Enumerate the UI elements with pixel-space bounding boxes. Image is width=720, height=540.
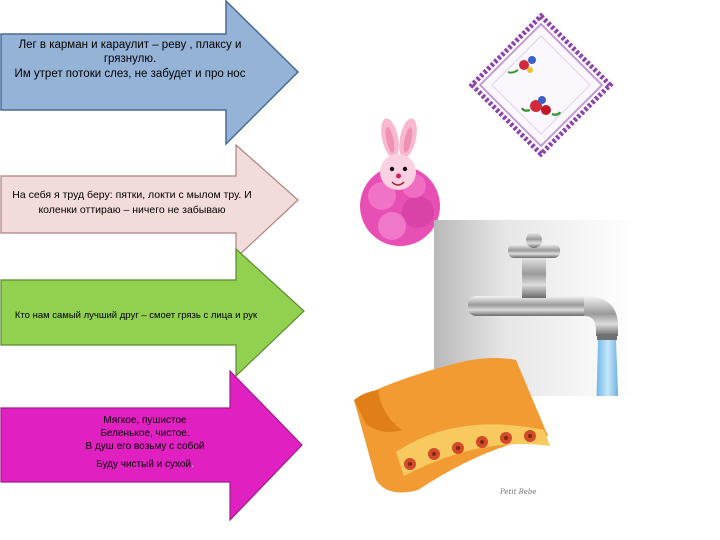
bunny-sponge-image bbox=[352, 116, 452, 252]
handkerchief-image bbox=[466, 10, 616, 160]
arrow-shape bbox=[0, 0, 300, 146]
arrow-shape bbox=[0, 369, 303, 522]
riddle-line: Буду чистый и сухой. bbox=[20, 458, 270, 471]
riddle-line: Кто нам самый лучший друг – смоет грязь … bbox=[14, 310, 258, 321]
riddle-arrow-faucet: Кто нам самый лучший друг – смоет грязь … bbox=[0, 247, 310, 378]
riddle-arrow-handkerchief: Лег в карман и караулит – реву , плаксу … bbox=[0, 0, 300, 146]
riddle-text: Мягкое, пушистое Беленькое, чистое. В ду… bbox=[20, 414, 270, 471]
riddle-line: Беленькое, чистое. bbox=[100, 428, 190, 439]
trailing-dot: . bbox=[191, 459, 194, 470]
riddle-line-text: Буду чистый и сухой bbox=[96, 459, 192, 470]
riddle-line: Мягкое, пушистое bbox=[103, 415, 187, 426]
riddle-line: Им утрет потоки слез, не забудет и про н… bbox=[14, 67, 246, 80]
towel-logo: Petit Bebe bbox=[500, 488, 537, 496]
riddle-text: Лег в карман и караулит – реву , плаксу … bbox=[2, 38, 258, 81]
riddle-line: Лег в карман и караулит – реву , плаксу … bbox=[18, 39, 242, 66]
riddle-line: На себя я труд беру: пятки, локти с мыло… bbox=[12, 189, 252, 217]
riddle-line: В душ его возьму с собой bbox=[85, 441, 205, 452]
riddle-text: Кто нам самый лучший друг – смоет грязь … bbox=[4, 310, 268, 322]
arrow-shape bbox=[0, 247, 305, 378]
towel-image: Petit Bebe bbox=[344, 356, 554, 502]
riddle-arrow-towel: Мягкое, пушистое Беленькое, чистое. В ду… bbox=[0, 369, 310, 522]
riddle-arrow-sponge: На себя я труд беру: пятки, локти с мыло… bbox=[0, 143, 300, 260]
arrow-shape bbox=[0, 143, 299, 260]
riddle-text: На себя я труд беру: пятки, локти с мыло… bbox=[4, 188, 260, 218]
